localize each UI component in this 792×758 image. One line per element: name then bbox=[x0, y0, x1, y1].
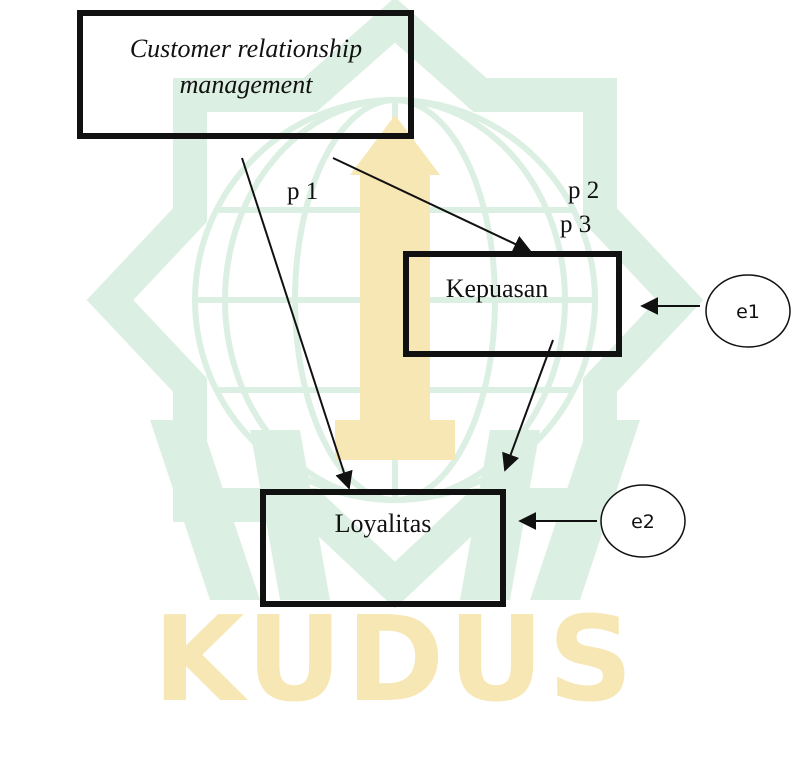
e2-label: e2 bbox=[631, 511, 655, 533]
arrow-crm-to-loyalitas bbox=[241, 157, 353, 490]
star-ornament bbox=[86, 0, 704, 609]
arrow-kepuasan-to-loyalitas bbox=[502, 339, 554, 472]
node-e1: e1 bbox=[705, 274, 791, 348]
path-label-p3: p 3 bbox=[560, 211, 591, 238]
loyalitas-label: Loyalitas bbox=[335, 509, 432, 538]
kepuasan-box bbox=[403, 251, 622, 357]
path-label-p1: p 1 bbox=[287, 178, 318, 205]
arrow-crm-to-kepuasan bbox=[332, 157, 532, 253]
e1-label: e1 bbox=[736, 301, 760, 323]
path-label-p2: p 2 bbox=[568, 177, 599, 204]
node-e2: e2 bbox=[600, 484, 686, 558]
node-kepuasan: Kepuasan bbox=[403, 251, 622, 357]
kepuasan-label: Kepuasan bbox=[446, 274, 549, 303]
node-crm: Customer relationship management bbox=[77, 10, 414, 139]
watermark-text: KUDUS bbox=[153, 590, 637, 728]
crm-label-line1: Customer relationship bbox=[130, 34, 362, 63]
watermark-seal: KUDUS bbox=[86, 0, 704, 728]
crm-label-line2: management bbox=[180, 70, 314, 99]
tower-ornament bbox=[335, 115, 455, 460]
arrows bbox=[241, 157, 700, 530]
e2-circle bbox=[600, 484, 686, 558]
loyalitas-box bbox=[260, 489, 506, 607]
pillars-ornament bbox=[150, 420, 640, 600]
node-loyalitas: Loyalitas bbox=[260, 489, 506, 607]
crm-box bbox=[77, 10, 414, 139]
e1-circle bbox=[705, 274, 791, 348]
